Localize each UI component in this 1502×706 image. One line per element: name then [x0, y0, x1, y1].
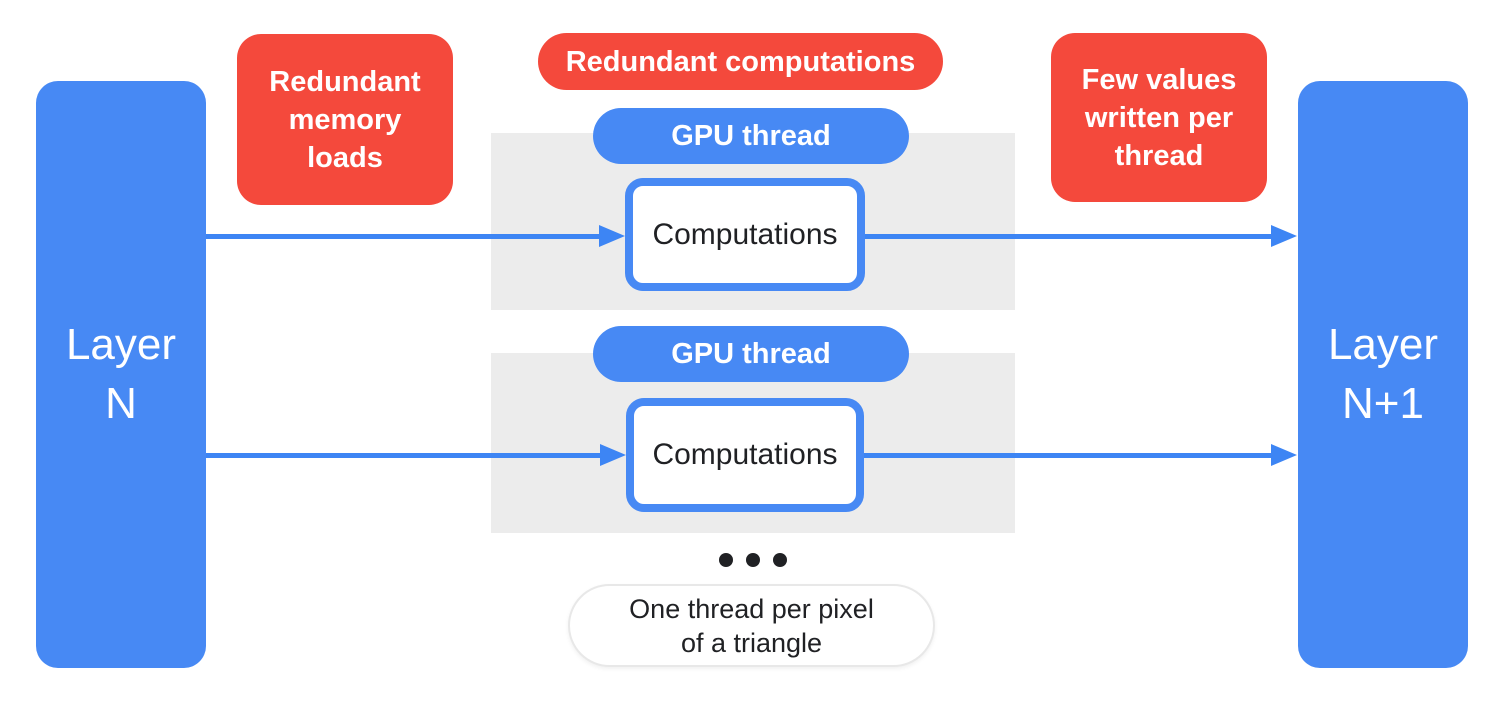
callout-redundant-memory-loads: Redundant memory loads	[237, 34, 453, 205]
arrowhead-icon	[1271, 444, 1297, 466]
arrow-computations-1-to-layer-n1	[865, 234, 1271, 239]
arrowhead-icon	[1271, 225, 1297, 247]
layer-n-plus-1-box: Layer N+1	[1298, 81, 1468, 668]
dot-icon	[773, 553, 787, 567]
computations-box-2: Computations	[626, 398, 864, 512]
dot-icon	[719, 553, 733, 567]
gpu-thread-pill-2: GPU thread	[593, 326, 909, 382]
gpu-thread-pill-1: GPU thread	[593, 108, 909, 164]
arrow-layer-n-to-computations-2	[205, 453, 600, 458]
arrow-layer-n-to-computations-1	[205, 234, 599, 239]
layer-n-box: Layer N	[36, 81, 206, 668]
arrowhead-icon	[599, 225, 625, 247]
callout-redundant-computations: Redundant computations	[538, 33, 943, 90]
computations-box-1: Computations	[625, 178, 865, 291]
ellipsis-dots-icon	[719, 553, 787, 567]
arrow-computations-2-to-layer-n1	[864, 453, 1271, 458]
arrowhead-icon	[600, 444, 626, 466]
note-one-thread-per-pixel: One thread per pixel of a triangle	[568, 584, 935, 667]
dot-icon	[746, 553, 760, 567]
callout-few-values-written: Few values written per thread	[1051, 33, 1267, 202]
